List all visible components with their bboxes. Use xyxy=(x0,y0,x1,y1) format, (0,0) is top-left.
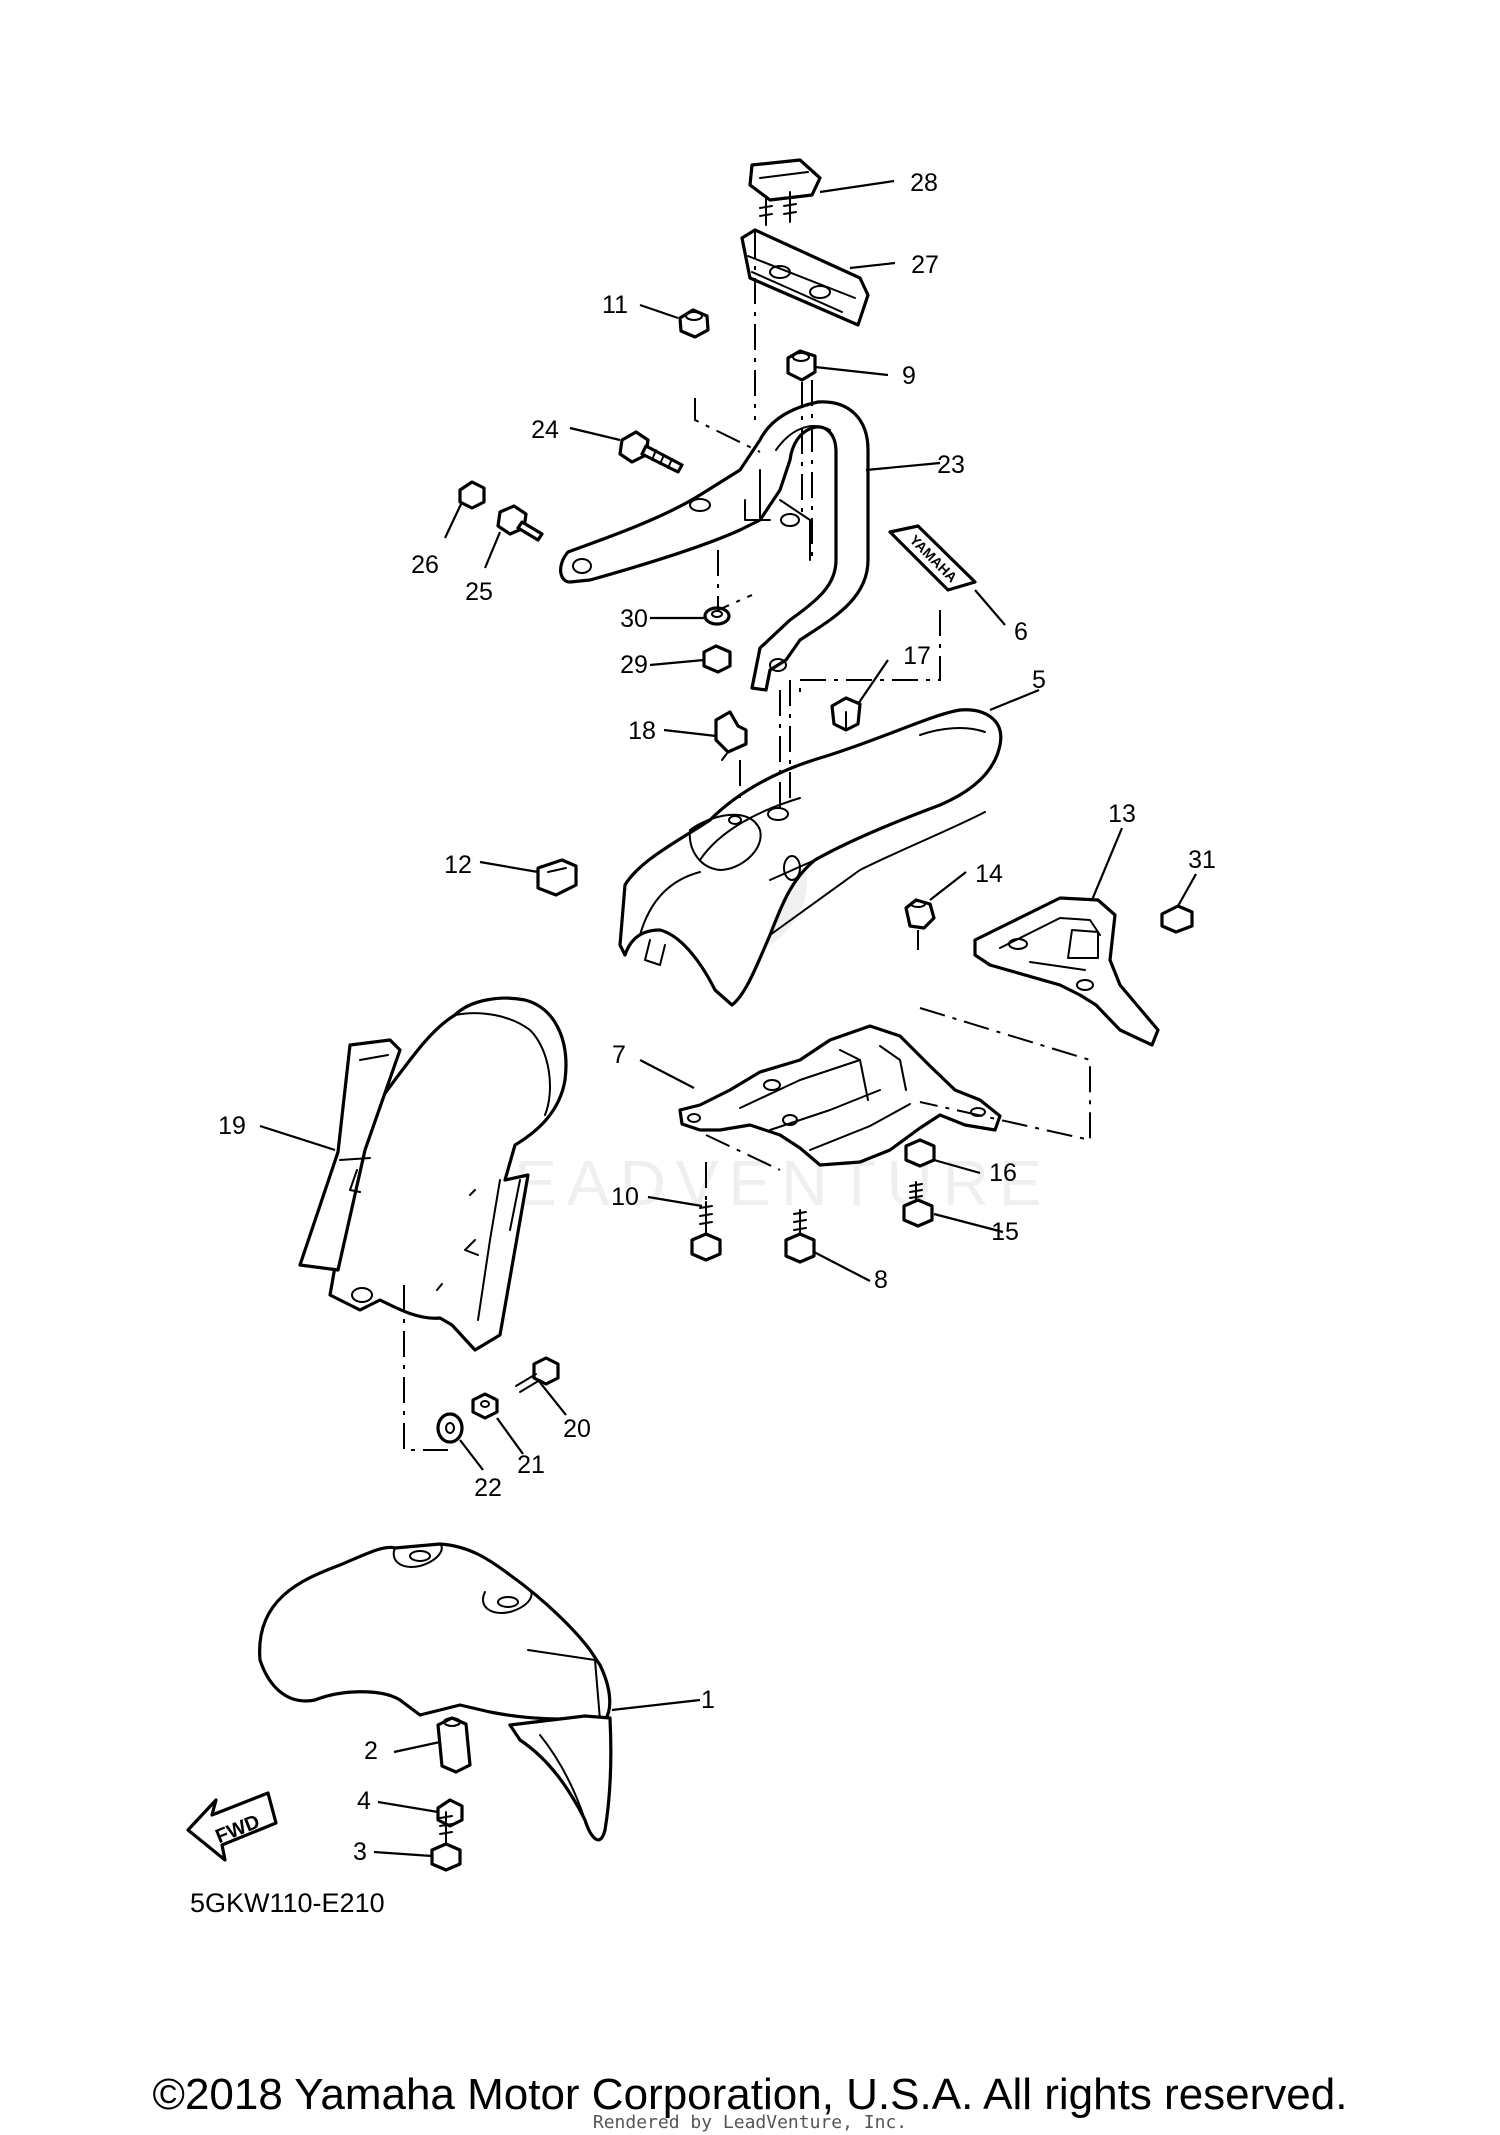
part-2-collar xyxy=(436,1716,472,1774)
part-16-nut xyxy=(904,1138,936,1168)
part-15-bolt xyxy=(902,1181,934,1228)
part-17-clip xyxy=(830,696,862,732)
callout-19: 19 xyxy=(218,1112,246,1140)
callouts: 28 27 11 9 24 23 26 25 30 6 29 5 17 18 1… xyxy=(218,169,1216,1866)
callout-8: 8 xyxy=(874,1266,888,1294)
part-20-bolt xyxy=(515,1356,560,1393)
callout-13: 13 xyxy=(1108,800,1136,828)
part-29-nut xyxy=(702,644,732,674)
part-7-inner-bracket xyxy=(678,1024,1002,1167)
part-6-decal: YAMAHA xyxy=(888,524,977,592)
part-18-clip xyxy=(714,710,748,761)
part-4-nut xyxy=(436,1798,464,1828)
part-26-cap xyxy=(458,480,486,510)
part-23-grab-bar xyxy=(559,400,870,692)
callout-4: 4 xyxy=(357,1787,371,1815)
part-1-front-fender xyxy=(258,1542,613,1842)
callout-28: 28 xyxy=(910,169,938,197)
callout-16: 16 xyxy=(989,1159,1017,1187)
part-12-connector xyxy=(536,858,578,897)
part-21-washer xyxy=(471,1392,499,1420)
part-5-rear-fender xyxy=(618,708,1003,1007)
part-27-plate xyxy=(740,228,870,327)
fwd-arrow-icon: FWD xyxy=(186,1791,278,1862)
part-9-nut xyxy=(786,349,817,382)
part-8-bolt xyxy=(784,1209,816,1264)
part-10-bolt xyxy=(690,1201,722,1262)
part-28-bracket xyxy=(748,158,822,226)
part-13-flap xyxy=(973,896,1160,1047)
callout-26: 26 xyxy=(411,551,439,579)
callout-7: 7 xyxy=(612,1041,626,1069)
alignment-lines xyxy=(403,232,1091,1451)
part-19-front-inner-fender xyxy=(298,996,568,1352)
part-11-nut xyxy=(678,308,710,339)
callout-25: 25 xyxy=(465,578,493,606)
callout-15: 15 xyxy=(991,1218,1019,1246)
callout-11: 11 xyxy=(602,291,628,319)
callout-20: 20 xyxy=(563,1415,591,1443)
callout-17: 17 xyxy=(903,642,931,670)
part-14-grommet xyxy=(904,898,936,930)
callout-5: 5 xyxy=(1032,666,1046,694)
copyright-notice: ©2018 Yamaha Motor Corporation, U.S.A. A… xyxy=(152,2070,1348,2119)
part-3-bolt xyxy=(430,1811,462,1872)
part-31-pad xyxy=(1160,904,1194,934)
callout-6: 6 xyxy=(1014,618,1028,646)
callout-12: 12 xyxy=(444,851,472,879)
callout-18: 18 xyxy=(628,717,656,745)
rendered-by-notice: Rendered by LeadVenture, Inc. xyxy=(592,2112,908,2133)
callout-10: 10 xyxy=(611,1183,639,1211)
callout-21: 21 xyxy=(517,1451,545,1479)
callout-22: 22 xyxy=(474,1474,502,1502)
callout-27: 27 xyxy=(911,251,939,279)
callout-29: 29 xyxy=(620,651,648,679)
part-25-bolt xyxy=(496,504,544,542)
callout-1: 1 xyxy=(701,1686,715,1714)
callout-14: 14 xyxy=(975,860,1003,888)
part-22-washer xyxy=(436,1412,464,1444)
callout-30: 30 xyxy=(620,605,648,633)
part-30-washer xyxy=(703,606,731,626)
diagram-code: 5GKW110-E210 xyxy=(190,1888,385,1918)
part-24-bolt xyxy=(618,430,684,474)
callout-24: 24 xyxy=(531,416,559,444)
watermark-text: LEADVENTURE xyxy=(469,1147,1052,1219)
callout-2: 2 xyxy=(364,1737,378,1765)
callout-23: 23 xyxy=(937,451,965,479)
leader-lines xyxy=(259,179,1197,1858)
callout-9: 9 xyxy=(902,362,916,390)
callout-31: 31 xyxy=(1188,846,1216,874)
callout-3: 3 xyxy=(353,1838,367,1866)
